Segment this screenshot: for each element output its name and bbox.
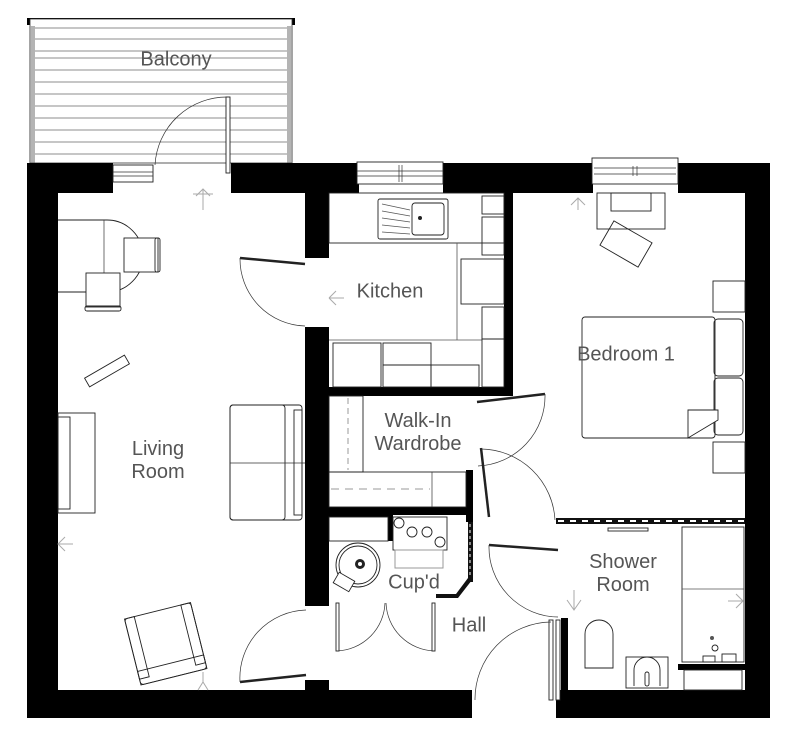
balcony-area: [27, 18, 295, 174]
room-label-living-room: Living Room: [131, 438, 184, 484]
window-bedroom: [591, 157, 679, 185]
room-label-cupboard: Cup'd: [388, 571, 440, 594]
room-label-line: Shower: [589, 551, 657, 573]
balcony-decking: [35, 27, 287, 155]
room-label-balcony: Balcony: [140, 48, 212, 71]
armchair: [123, 602, 208, 686]
hob-unit: [392, 516, 448, 569]
switch-markers: [57, 188, 744, 691]
room-label-kitchen: Kitchen: [356, 280, 424, 303]
room-label-line: Living: [131, 438, 185, 460]
window-kitchen: [356, 161, 444, 185]
room-label-line: Wardrobe: [374, 433, 462, 455]
room-label-walk-in-wardrobe: Walk-In Wardrobe: [374, 410, 461, 456]
exterior-walls: [27, 163, 770, 718]
balcony-door[interactable]: [154, 96, 231, 174]
tv-stand: [83, 354, 131, 388]
boiler-cylinder: [332, 542, 381, 593]
sofa: [229, 404, 305, 521]
double-bed: [581, 316, 744, 439]
desk-chair: [599, 220, 653, 268]
shower-partition: [556, 518, 745, 524]
toilet: [584, 619, 614, 669]
balcony-railing: [29, 26, 293, 163]
door-wardrobe[interactable]: [479, 447, 556, 521]
cupboard-partition: [436, 522, 473, 598]
kitchen-sink: [377, 198, 449, 240]
wash-basin: [625, 656, 669, 689]
room-label-shower-room: Shower Room: [589, 551, 657, 597]
bath-panel: [683, 669, 743, 691]
kitchen-units-right: [460, 195, 505, 388]
room-label-bedroom-1: Bedroom 1: [577, 343, 675, 366]
room-label-line: Room: [596, 574, 650, 596]
room-label-line: Walk-In: [384, 410, 452, 432]
room-label-line: Room: [131, 461, 185, 483]
bedside-table: [712, 441, 746, 474]
fireplace: [57, 412, 96, 514]
cupboard-shelf: [328, 516, 389, 542]
dining-chair: [84, 272, 122, 312]
shower-tray: [681, 526, 745, 663]
interior-walls: [305, 190, 745, 692]
door-shower-room[interactable]: [488, 543, 559, 618]
room-label-hall: Hall: [451, 614, 487, 637]
desk: [596, 192, 666, 230]
wardrobe-shelving: [328, 395, 467, 508]
bedside-table: [712, 280, 746, 313]
door-bedroom[interactable]: [476, 392, 546, 467]
kitchen-units-bottom: [332, 342, 480, 388]
door-cupboard-right[interactable]: [385, 602, 436, 652]
dining-chair: [123, 237, 161, 273]
window-living: [112, 164, 154, 183]
shower-rail: [607, 527, 649, 532]
door-cupboard-left[interactable]: [335, 602, 386, 652]
towel-rail: [555, 619, 561, 701]
door-kitchen[interactable]: [239, 256, 306, 327]
door-entrance[interactable]: [474, 619, 554, 701]
door-living-room[interactable]: [239, 609, 307, 684]
